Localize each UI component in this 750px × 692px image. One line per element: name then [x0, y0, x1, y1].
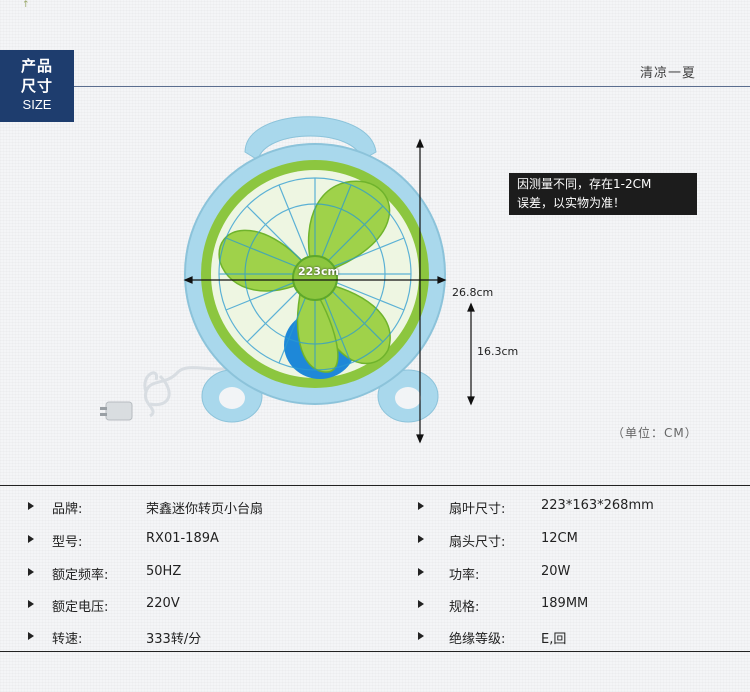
spec-table-bottom-rule [0, 651, 750, 652]
bullet-triangle-icon [418, 535, 424, 543]
bullet-triangle-icon [28, 568, 34, 576]
bullet-triangle-icon [28, 535, 34, 543]
note-line-2: 误差，以实物为准！ [517, 196, 626, 210]
fan-hub [292, 255, 338, 301]
blade-dimension-label: 223cm [298, 265, 339, 278]
spec-row: 转速: 333转/分 绝缘等级: E,回 [0, 621, 750, 652]
spec-table-top-rule [0, 485, 750, 486]
spec-right-label: 扇叶尺寸: [449, 502, 506, 517]
bullet-triangle-icon [418, 600, 424, 608]
spec-left-value: 50HZ [146, 564, 182, 579]
spec-right-label: 绝缘等级: [449, 632, 506, 647]
spec-left-label: 转速: [52, 632, 83, 647]
head-dimension-label: 16.3cm [477, 345, 519, 358]
fan-blades [218, 180, 391, 373]
spec-row: 品牌: 荣鑫迷你转页小台扇 扇叶尺寸: 223*163*268mm [0, 491, 750, 522]
spec-right-value: E,回 [541, 632, 567, 647]
corner-decoration-icon: ↑ [22, 0, 30, 10]
bullet-triangle-icon [418, 568, 424, 576]
spec-right-value: 20W [541, 564, 571, 579]
badge-line-1: 产品 [20, 57, 53, 75]
spec-left-value: RX01-189A [146, 531, 219, 546]
bullet-triangle-icon [28, 502, 34, 510]
fan-product-image [100, 116, 475, 444]
header-divider [74, 86, 750, 87]
spec-right-label: 规格: [449, 600, 480, 615]
dimension-lines [183, 138, 475, 444]
height-dimension-label: 26.8cm [452, 286, 494, 299]
spec-left-value: 220V [146, 596, 180, 611]
bullet-triangle-icon [418, 502, 424, 510]
bullet-triangle-icon [28, 632, 34, 640]
spec-right-value: 223*163*268mm [541, 498, 654, 513]
spec-right-label: 功率: [449, 568, 480, 583]
spec-row: 额定电压: 220V 规格: 189MM [0, 589, 750, 620]
measurement-note: 因测量不同，存在1-2CM 误差，以实物为准！ [509, 173, 697, 215]
badge-line-2: 尺寸 [20, 77, 53, 95]
fan-handle [244, 116, 377, 161]
badge-line-3: SIZE [22, 97, 52, 112]
spec-left-value: 333转/分 [146, 632, 202, 647]
spec-row: 型号: RX01-189A 扇头尺寸: 12CM [0, 524, 750, 555]
spec-row: 额定频率: 50HZ 功率: 20W [0, 557, 750, 588]
bullet-triangle-icon [418, 632, 424, 640]
note-line-1: 因测量不同，存在1-2CM [517, 177, 652, 191]
spec-left-label: 额定电压: [52, 600, 109, 615]
spec-right-value: 189MM [541, 596, 589, 611]
spec-right-label: 扇头尺寸: [449, 535, 506, 550]
slogan-text: 清凉一夏 [640, 66, 697, 81]
spec-left-label: 品牌: [52, 502, 83, 517]
spec-left-value: 荣鑫迷你转页小台扇 [146, 502, 264, 517]
spec-right-value: 12CM [541, 531, 578, 546]
power-plug [100, 401, 133, 421]
section-badge: 产品 尺寸 SIZE [0, 50, 74, 122]
spec-left-label: 型号: [52, 535, 83, 550]
bullet-triangle-icon [28, 600, 34, 608]
power-cord [143, 360, 263, 418]
unit-label: （单位：CM） [612, 426, 698, 440]
spec-left-label: 额定频率: [52, 568, 109, 583]
